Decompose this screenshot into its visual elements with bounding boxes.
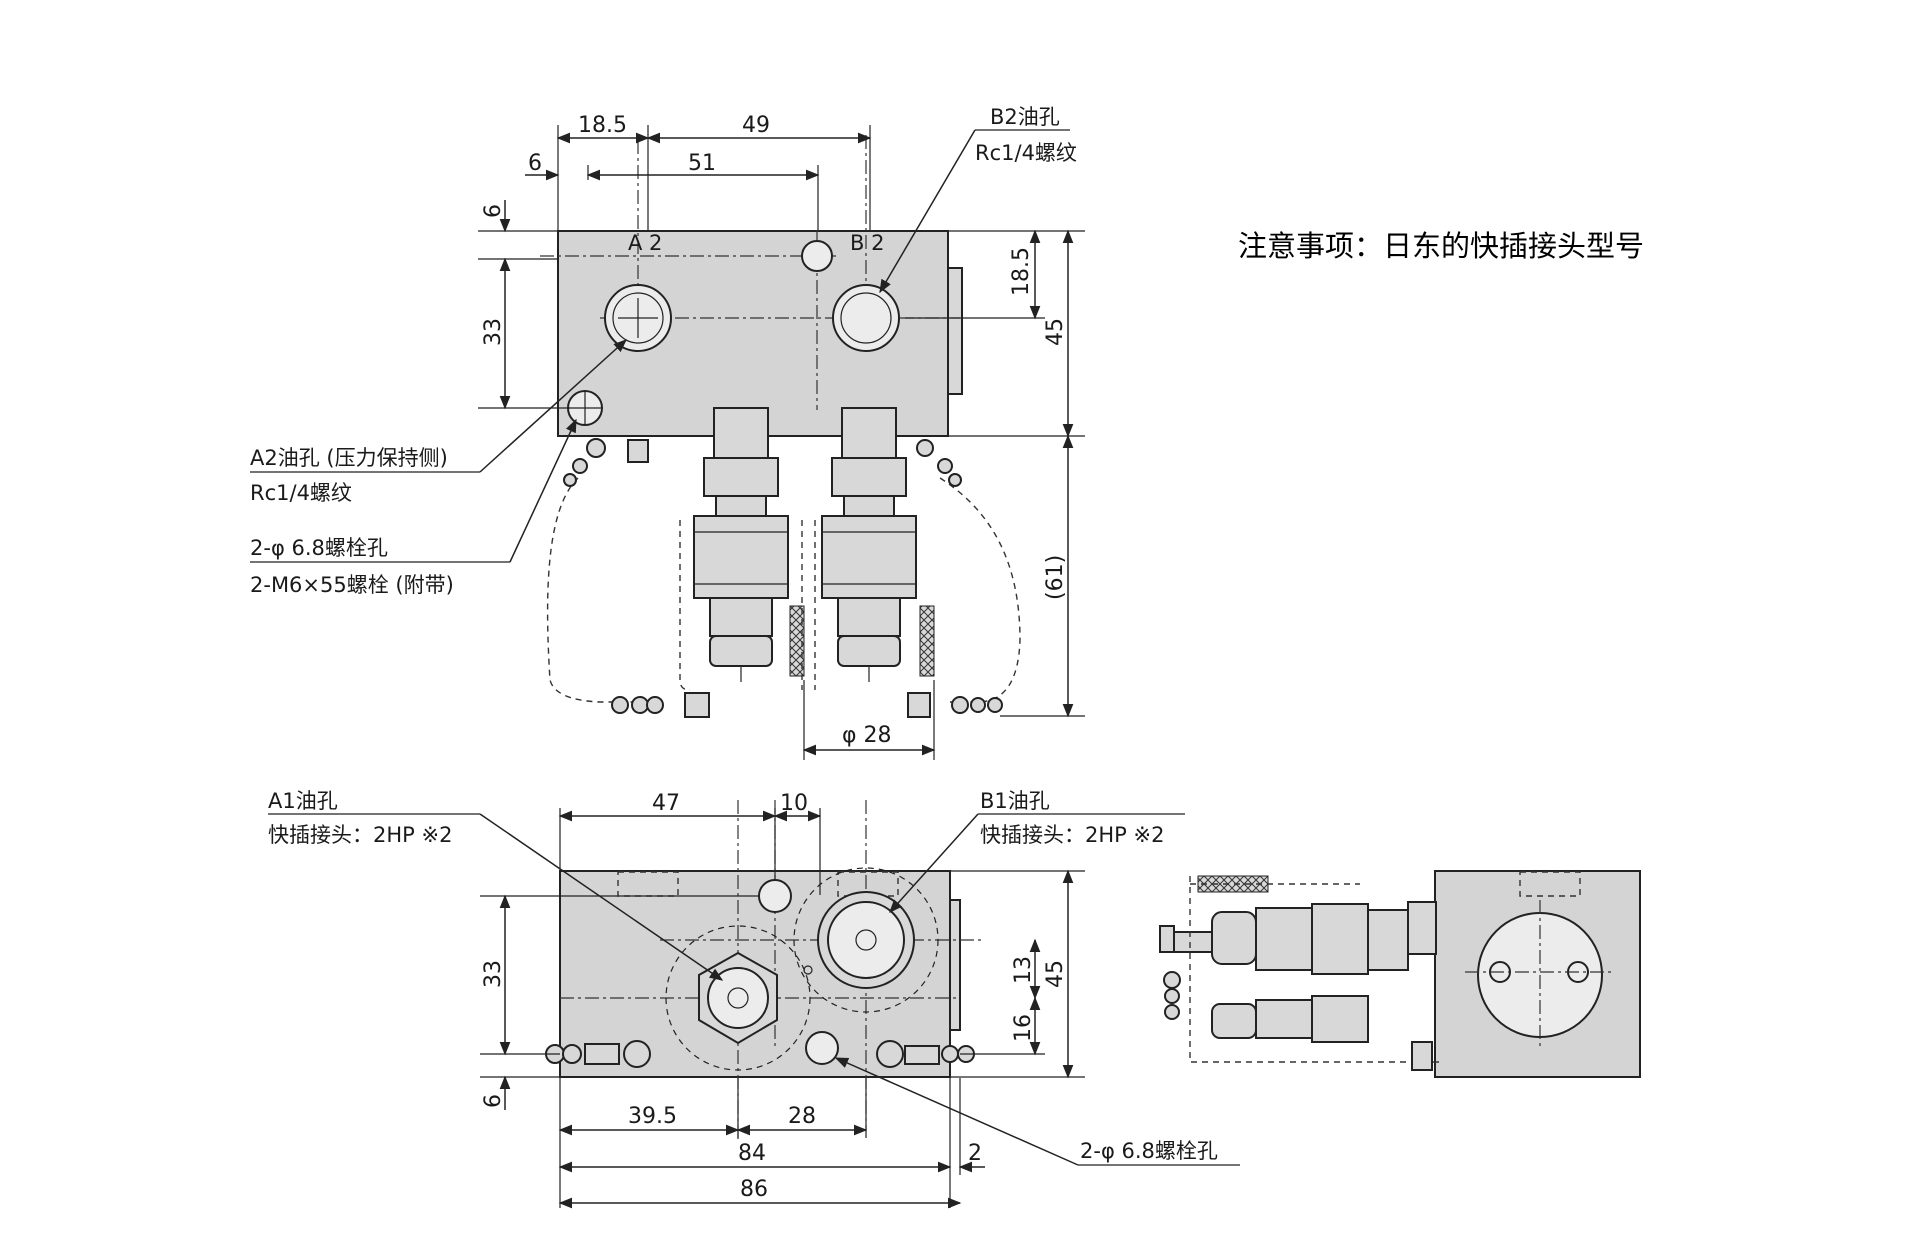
dim-phi-28: φ 28 [842, 723, 892, 748]
side-view [1159, 870, 1641, 1078]
dim-6-left: 6 [528, 151, 542, 176]
dim-18-5: 18.5 [578, 113, 627, 138]
callout-a2-thread: Rc1/4螺纹 [250, 481, 352, 505]
callout-a1-coupler: 快插接头：2HP ※2 [268, 823, 452, 847]
dim-28: 28 [788, 1104, 816, 1129]
dim-49: 49 [742, 113, 770, 138]
callout-a1-title: A1油孔 [268, 789, 338, 813]
callout-b2-thread: Rc1/4螺纹 [975, 141, 1077, 165]
note-text: 注意事项：日东的快插接头型号 [1238, 229, 1644, 263]
port-label-a2: A 2 [628, 231, 662, 255]
dim-2: 2 [968, 1141, 982, 1166]
coupler-a1 [693, 407, 789, 682]
port-label-b2: B 2 [850, 231, 884, 255]
dim-33-front: 33 [481, 960, 506, 988]
dim-45-front: 45 [1043, 960, 1068, 988]
callout-b2-title: B2油孔 [990, 105, 1060, 129]
callout-b1-coupler: 快插接头：2HP ※2 [980, 823, 1164, 847]
dim-45-top: 45 [1043, 318, 1068, 346]
side-flange [947, 267, 963, 395]
callout-a2-title: A2油孔 (压力保持侧) [250, 446, 448, 470]
top-view: A 2 B 2 A 1 B 1 [250, 105, 1085, 760]
dim-18-5-right: 18.5 [1009, 247, 1034, 296]
callout-bolt-hole-front: 2-φ 6.8螺栓孔 [1080, 1139, 1218, 1163]
dim-39-5: 39.5 [628, 1104, 677, 1129]
dim-33-top: 33 [481, 318, 506, 346]
bolt-hole-lower [805, 1031, 839, 1065]
dim-6-top: 6 [481, 204, 506, 218]
dim-47: 47 [652, 791, 680, 816]
coupler-b1 [821, 407, 917, 682]
dim-13: 13 [1011, 956, 1036, 984]
b2-port-outer [832, 284, 900, 352]
dim-10: 10 [780, 791, 808, 816]
callout-b1-title: B1油孔 [980, 789, 1050, 813]
dim-86: 86 [740, 1177, 768, 1202]
dim-51: 51 [688, 151, 716, 176]
b2-bolt-hole [801, 240, 833, 272]
callout-bolt-hole-top: 2-φ 6.8螺栓孔 [250, 536, 388, 560]
dim-84: 84 [738, 1141, 766, 1166]
bolt-hole-upper [758, 879, 792, 913]
dim-61: (61) [1043, 555, 1068, 600]
dim-6-front: 6 [481, 1094, 506, 1108]
dim-16: 16 [1011, 1014, 1036, 1042]
front-view: 47 10 33 6 13 45 16 39.5 28 84 2 [268, 789, 1240, 1209]
callout-bolt: 2-M6×55螺栓 (附带) [250, 573, 454, 597]
